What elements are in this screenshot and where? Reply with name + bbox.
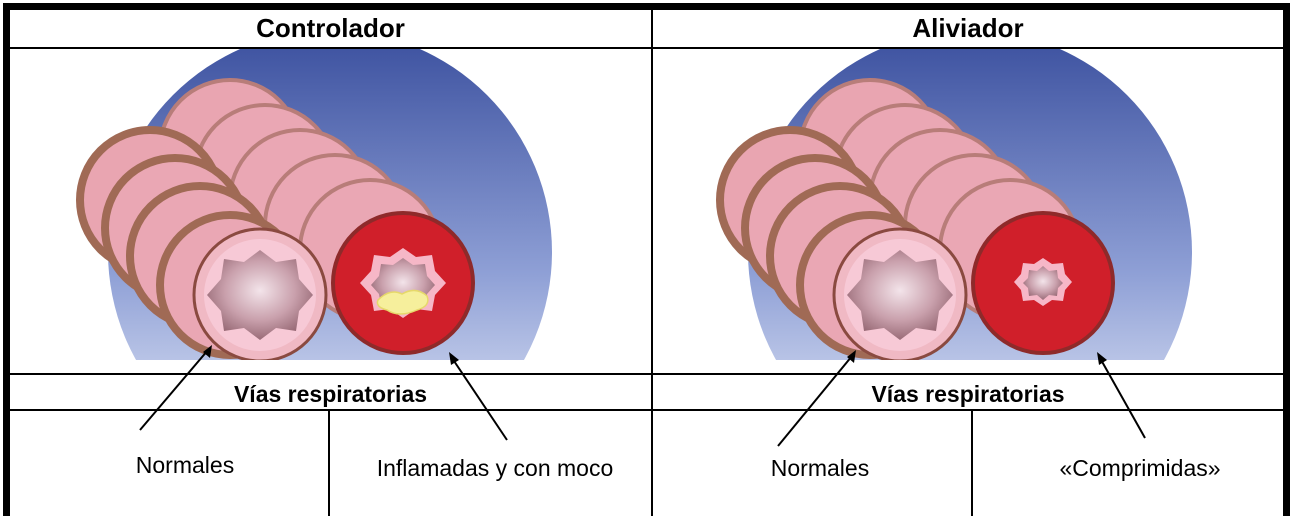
reliever-normal-arrow	[778, 356, 852, 446]
reliever-airway-image	[720, 30, 1192, 474]
normal-arrow	[140, 350, 208, 430]
inflamed-arrow	[452, 358, 507, 440]
controller-airway-image	[80, 30, 552, 474]
compressed-arrow	[1100, 358, 1145, 438]
